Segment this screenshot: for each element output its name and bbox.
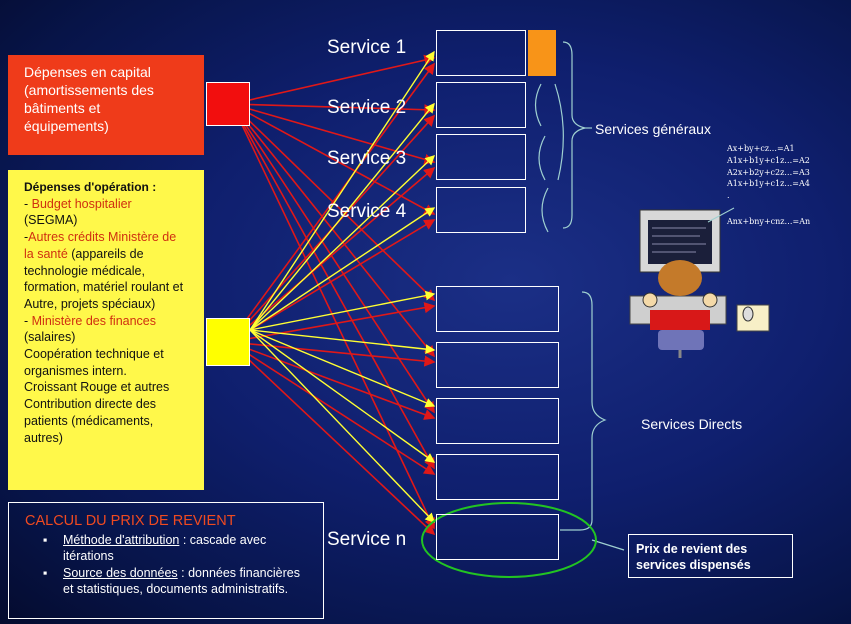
source-link: Source des données <box>63 565 178 580</box>
calcul-item-methode: ▪ Méthode d'attribution : cascade avec i… <box>43 532 267 564</box>
operating-yellow-arrow <box>249 50 435 331</box>
equation-list: Ax+by+cz…=A1 A1x+b1y+c1z…=A2 A2x+b2y+c2z… <box>727 143 810 228</box>
service-3-box <box>436 134 526 180</box>
finances-line: - Ministère des finances <box>24 313 157 328</box>
direct-service-box <box>436 286 559 332</box>
capital-source-square <box>206 82 250 126</box>
equation-3: A2x+b2y+c2z…=A3 <box>727 167 810 177</box>
prix-de-revient-box: Prix de revient des services dispensés <box>628 534 793 578</box>
service-4-box <box>436 187 526 233</box>
operating-source-square <box>206 318 250 366</box>
cooperation-line: Coopération technique et organismes inte… <box>24 347 164 378</box>
service-1-box <box>436 30 526 76</box>
salaires-line: (salaires) <box>24 330 76 345</box>
services-directs-label: Services Directs <box>641 416 743 432</box>
operating-allocation-arrow <box>229 341 436 420</box>
capital-expenses-box: Dépenses en capital (amortissements des … <box>8 55 204 155</box>
calcul-box: CALCUL DU PRIX DE REVIENT ▪ Méthode d'at… <box>8 502 324 619</box>
service-4-label: Service 4 <box>327 201 407 222</box>
segma-line: (SEGMA) <box>24 213 78 228</box>
service-2-label: Service 2 <box>327 97 407 118</box>
operating-yellow-arrow <box>249 155 436 331</box>
services-generaux-label: Services généraux <box>595 121 711 137</box>
operating-allocation-arrow <box>229 341 436 536</box>
operating-yellow-arrow <box>249 290 436 331</box>
direct-service-box <box>436 454 559 500</box>
autre-projets-line: Autre, projets spéciaux) <box>24 296 156 311</box>
croissant-line: Croissant Rouge et autres <box>24 380 170 395</box>
general-brace <box>562 41 592 229</box>
service-n-label: Service n <box>327 529 407 550</box>
budget-line: - Budget hospitalier <box>24 196 132 211</box>
operating-allocation-arrow <box>229 62 435 343</box>
operating-heading: Dépenses d'opération : <box>24 180 157 194</box>
service-n-ellipse <box>421 502 597 578</box>
direct-service-box <box>436 342 559 388</box>
operating-yellow-arrow <box>249 329 436 408</box>
direct-brace <box>560 291 607 531</box>
equation-4: A1x+b1y+c1z…=A4 <box>727 179 810 189</box>
service-3-label: Service 3 <box>327 148 407 169</box>
capital-allocation-arrow <box>231 103 436 215</box>
capital-allocation-arrow <box>231 103 436 165</box>
calcul-list: ▪ Méthode d'attribution : cascade avec i… <box>25 532 307 598</box>
capital-allocation-arrow <box>231 103 436 116</box>
prix-de-revient-text: Prix de revient des services dispensés <box>636 542 751 572</box>
operating-yellow-arrow <box>249 329 435 524</box>
operating-allocation-arrow <box>229 341 436 475</box>
prix-arrow <box>591 539 625 551</box>
autres-line: -Autres crédits Ministère de la santé (a… <box>24 230 184 295</box>
direct-service-box <box>436 398 559 444</box>
yellow-arrows <box>249 50 436 524</box>
budget-label: Budget hospitalier <box>31 196 132 211</box>
operating-allocation-arrow <box>229 219 436 343</box>
operating-allocation-arrow <box>229 341 436 367</box>
equation-2: A1x+b1y+c1z…=A2 <box>727 155 810 165</box>
red-arrows <box>229 54 436 536</box>
methode-link: Méthode d'attribution <box>63 532 180 547</box>
capital-allocation-arrow <box>231 103 435 530</box>
operating-yellow-arrow <box>249 329 436 354</box>
capital-allocation-arrow <box>231 103 435 414</box>
capital-allocation-arrow <box>231 54 436 105</box>
autres-label: Autres crédits Ministère de la santé <box>24 230 177 261</box>
equation-dots: . <box>727 191 730 201</box>
bullet-icon: ▪ <box>43 532 48 547</box>
capital-allocation-arrow <box>231 103 435 470</box>
capital-expenses-text: Dépenses en capital (amortissements des … <box>24 64 154 134</box>
calcul-title: CALCUL DU PRIX DE REVIENT <box>25 513 236 529</box>
service-n-box <box>436 514 559 560</box>
contribution-line: Contribution directe des patients (médic… <box>24 397 157 445</box>
person-at-computer-icon <box>629 209 770 358</box>
service-2-box <box>436 82 526 128</box>
capital-allocation-arrow <box>231 103 436 358</box>
equation-pointer <box>707 207 735 223</box>
cascade-curves <box>534 83 564 233</box>
equation-n: Anx+bny+cnz…=An <box>727 216 811 226</box>
bullet-icon: ▪ <box>43 565 48 580</box>
capital-allocation-arrow <box>231 103 436 302</box>
operating-yellow-arrow <box>249 207 436 331</box>
operating-yellow-arrow <box>249 102 435 331</box>
service-1-label: Service 1 <box>327 37 407 58</box>
finances-label: Ministère des finances <box>31 313 157 328</box>
equation-1: Ax+by+cz…=A1 <box>727 144 795 153</box>
service-1-marker <box>528 30 556 76</box>
operating-expenses-box: Dépenses d'opération : - Budget hospital… <box>8 170 204 490</box>
operating-yellow-arrow <box>249 329 436 463</box>
calcul-item-source: ▪ Source des données : données financièr… <box>43 565 300 597</box>
